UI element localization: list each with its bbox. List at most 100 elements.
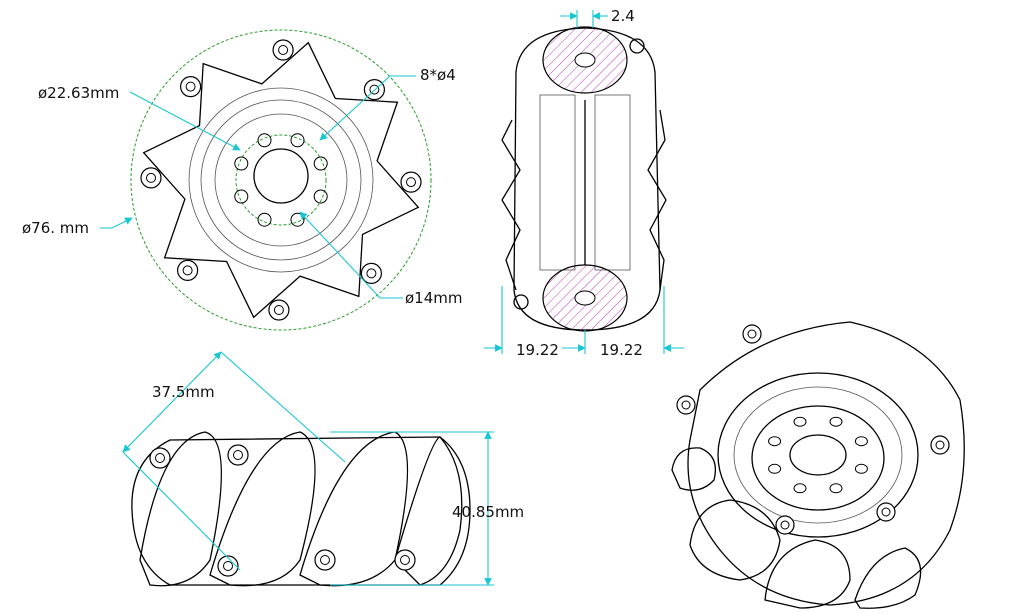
mounting-hole [257, 212, 272, 227]
iso-mounting-hole [829, 483, 843, 494]
roller-bearing-hub [406, 177, 416, 188]
mounting-hole [313, 189, 328, 204]
leader-hole-pattern [319, 75, 416, 141]
iso-bearing-hub [881, 507, 891, 517]
mounting-hole [290, 133, 305, 148]
iso-mounting-hole [829, 416, 843, 427]
ext-diagonal-top [220, 351, 346, 463]
iso-roller-bottom [764, 539, 851, 609]
top-axle [574, 52, 596, 68]
bottom-view [131, 431, 471, 587]
roller-bearing [177, 259, 199, 281]
iso-bearing [742, 324, 762, 344]
roller-1 [139, 431, 223, 587]
iso-roller-left [689, 499, 781, 581]
iso-roller-far-left [671, 447, 717, 491]
bottom-bearing [217, 555, 239, 577]
mounting-hole [290, 212, 305, 227]
iso-center-bore [789, 434, 847, 476]
side-left-plate [539, 94, 576, 271]
label-outer-diameter: ø76. mm [22, 219, 89, 237]
iso-mounting-hole [793, 483, 807, 494]
bottom-axle [574, 290, 596, 306]
roller-3 [299, 431, 409, 587]
roller-bearing [268, 299, 290, 321]
label-half-width-left: 19.22 [516, 341, 559, 359]
roller-bearing-hub [146, 172, 156, 183]
roller-bearing-hub [273, 305, 284, 315]
mounting-holes [234, 133, 328, 227]
bottom-bearing-hub [223, 561, 233, 571]
hub-ring-outer [188, 87, 374, 273]
roller-bearing [400, 171, 422, 193]
bottom-bearing-hub [400, 555, 410, 565]
roller-bearing-hub [182, 265, 193, 276]
roller-bearings [140, 39, 422, 321]
bottom-body-outline [131, 436, 471, 586]
isometric-view [671, 321, 965, 609]
iso-bearing [930, 435, 950, 455]
bottom-bearing-hub [155, 453, 165, 463]
roller-bearing [180, 75, 202, 98]
dimensions [100, 10, 684, 586]
mounting-hole [313, 156, 328, 171]
iso-bearing-hub [780, 520, 790, 530]
iso-bearing-hub [681, 400, 691, 410]
iso-mounting-hole [768, 436, 782, 447]
bottom-bearing [149, 447, 171, 469]
iso-body-outline [687, 321, 965, 606]
roller-4 [394, 436, 463, 586]
roller-bearing [272, 39, 294, 61]
side-right-rollers [647, 109, 667, 291]
label-bore-diameter: ø14mm [405, 289, 463, 307]
roller-bearing-hub [278, 45, 289, 55]
mounting-hole [257, 133, 272, 148]
bottom-bearing-hub [233, 450, 243, 460]
iso-bearing [876, 502, 896, 522]
iso-bearing [775, 515, 795, 535]
mounting-hole [234, 189, 249, 204]
hub-ring-mid [200, 99, 362, 261]
leader-outer-diameter [100, 217, 133, 229]
outer-diameter-circle [130, 29, 432, 331]
roller-bearing-hub [185, 81, 196, 92]
iso-hub-inner [733, 386, 903, 524]
iso-bearing-hub [747, 329, 757, 339]
center-bore [253, 148, 309, 204]
leader-inner-diameter [129, 91, 241, 151]
label-inner-diameter: ø22.63mm [38, 84, 119, 102]
roller-2 [209, 431, 316, 587]
side-bearing-top [629, 38, 645, 54]
iso-mounting-hole [854, 463, 868, 474]
bottom-bearings [149, 444, 416, 577]
wheel-star-outline [142, 41, 420, 319]
roller-bearing [360, 262, 382, 284]
leader-bore-diameter [299, 211, 403, 299]
side-right-plate [594, 94, 631, 271]
iso-mounting-hole [793, 416, 807, 427]
label-hole-pattern: 8*ø4 [420, 66, 456, 84]
label-height: 40.85mm [452, 503, 524, 521]
iso-roller-right [854, 547, 922, 609]
side-view [501, 26, 667, 332]
front-view [130, 29, 432, 331]
hub-ring-inner [214, 113, 348, 247]
bottom-bearing [394, 549, 416, 571]
bolt-circle [235, 134, 327, 226]
bottom-bearing [227, 444, 249, 466]
iso-mounting-hole [768, 463, 782, 474]
label-roller-gap: 2.4 [611, 7, 635, 25]
side-bearing-bottom [513, 294, 529, 310]
bottom-bearing [314, 549, 336, 571]
iso-hub-face [751, 405, 885, 511]
label-half-width-right: 19.22 [600, 341, 643, 359]
dim-diagonal [122, 351, 222, 453]
iso-mounting-holes [768, 416, 868, 494]
iso-bearing [676, 395, 696, 415]
iso-bearings [676, 324, 950, 535]
iso-bearing-hub [935, 440, 945, 450]
iso-hub-rim [717, 372, 919, 538]
bottom-bearing-hub [320, 555, 330, 565]
